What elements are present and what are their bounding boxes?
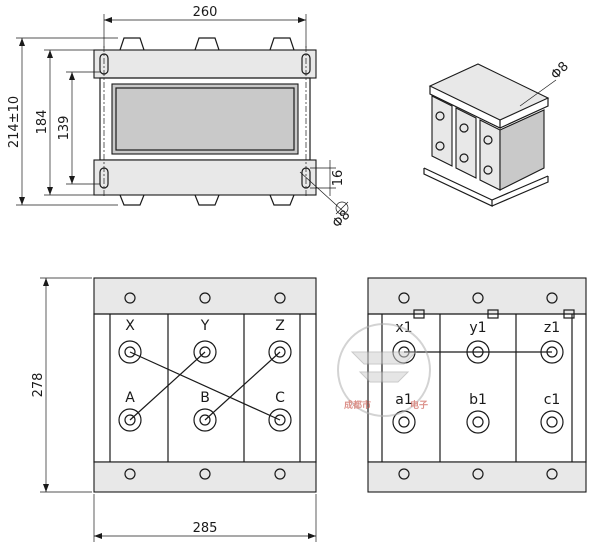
dim-mount-height: 184 [35,110,50,135]
dim-front-height: 278 [31,373,46,398]
terminal-label-a: A [125,390,135,406]
dim-hole-top: Φ8 [330,208,354,232]
dim-hole-iso: Φ8 [548,59,572,83]
watermark-text-right: 电子 [410,399,428,411]
watermark-text-left: 成都市 [344,399,371,411]
front-view-secondary: x1 y1 z1 a1 b1 c1 [367,277,587,493]
top-view: 260 214±10 184 139 16 Φ8 [7,5,353,231]
terminal-label-x: X [125,318,135,334]
dim-slot-width: 16 [331,170,346,187]
terminal-label-y: Y [200,318,210,334]
primary-terminals [118,340,292,432]
terminal-label-a1: a1 [395,392,413,408]
terminal-label-b: B [200,390,210,406]
dim-inner-height: 139 [57,116,72,141]
isometric-view: Φ8 [423,59,572,207]
dim-top-width: 260 [193,5,218,20]
terminal-label-y1: y1 [469,320,486,336]
terminal-label-z: Z [275,318,285,334]
watermark-seal: 成都市 电子 [337,323,431,417]
terminal-label-b1: b1 [469,392,487,408]
front-view-primary: X Y Z A B C 278 285 [31,277,317,542]
terminal-label-c: C [275,390,285,406]
terminal-label-z1: z1 [544,320,560,336]
secondary-terminals [392,340,564,434]
dim-bottom-width: 285 [193,521,218,536]
terminal-label-c1: c1 [544,392,561,408]
dim-overall-height: 214±10 [7,96,22,148]
